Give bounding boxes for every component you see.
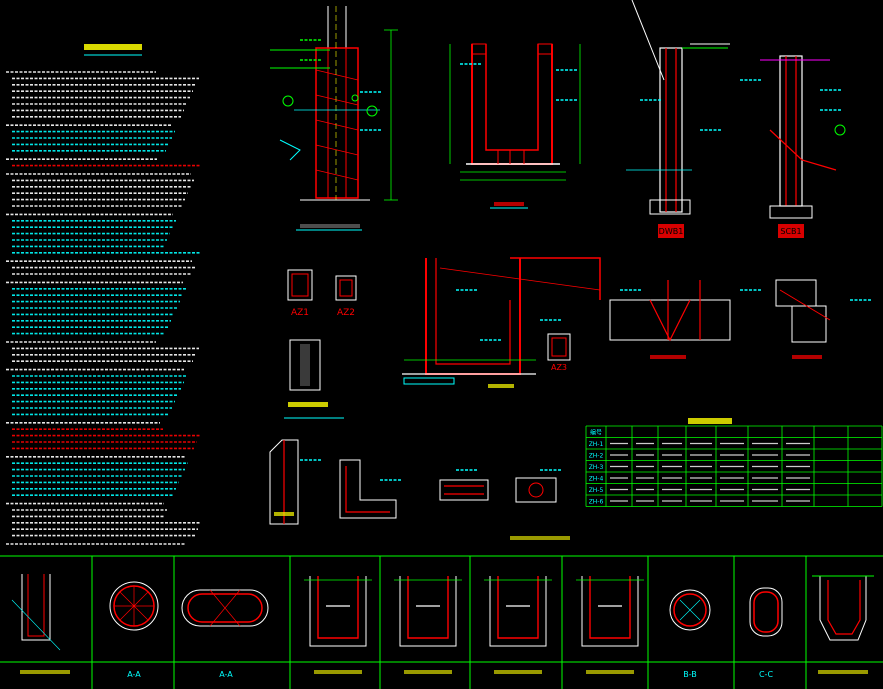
scb1-title: SCB1 [780,227,801,236]
pile-detail-drawing [270,6,398,231]
az3-title: AZ3 [551,363,567,372]
trench-section-drawing [449,43,581,209]
scb1-drawing: SCB1 [760,55,846,238]
wall-slab-detail [402,257,601,388]
u-section-rebar [589,576,631,639]
section-cc-label: C-C [759,670,773,679]
az1-title: AZ1 [291,308,309,318]
u-section-outline [399,576,457,647]
u-section-title [494,670,542,674]
section-aa-label-2: A-A [219,670,233,679]
dwb1-drawing: DWB1 [626,0,730,238]
u-section-rebar [407,576,449,639]
section-aa-label: A-A [127,670,141,679]
u-section-outline [489,576,547,647]
table-cell-id: ZH-6 [589,499,604,506]
table-header-cell: 编号 [590,429,602,437]
notes-title-block [84,44,142,50]
table-cell-id: ZH-5 [589,487,604,494]
u-section-rebar [317,576,359,639]
bottom-detail-strip: A-A A-A B-B C-C [0,555,883,689]
az2-title: AZ2 [337,308,355,318]
anchor-details [609,279,831,359]
dimension-annotations [300,39,872,481]
u-section-title [586,670,634,674]
u-section-title [314,670,362,674]
u-section-title [404,670,452,674]
u-section-outline [581,576,639,647]
table-cell-id: ZH-2 [589,453,604,460]
section-bb-label: B-B [683,670,697,679]
u-section-rebar [497,576,539,639]
lower-middle-details [269,439,570,540]
design-notes-column [6,44,200,545]
dwb1-title: DWB1 [659,227,684,236]
az-details: AZ1 AZ2 AZ3 [284,269,571,419]
table-cell-id: ZH-1 [589,441,604,448]
table-cell-id: ZH-3 [589,464,604,471]
u-section-outline [309,576,367,647]
notes-text-lines [6,71,200,545]
table-cell-id: ZH-4 [589,476,604,483]
pile-schedule-table: ZH-1ZH-2ZH-3ZH-4ZH-5ZH-6 编号 [585,418,883,507]
